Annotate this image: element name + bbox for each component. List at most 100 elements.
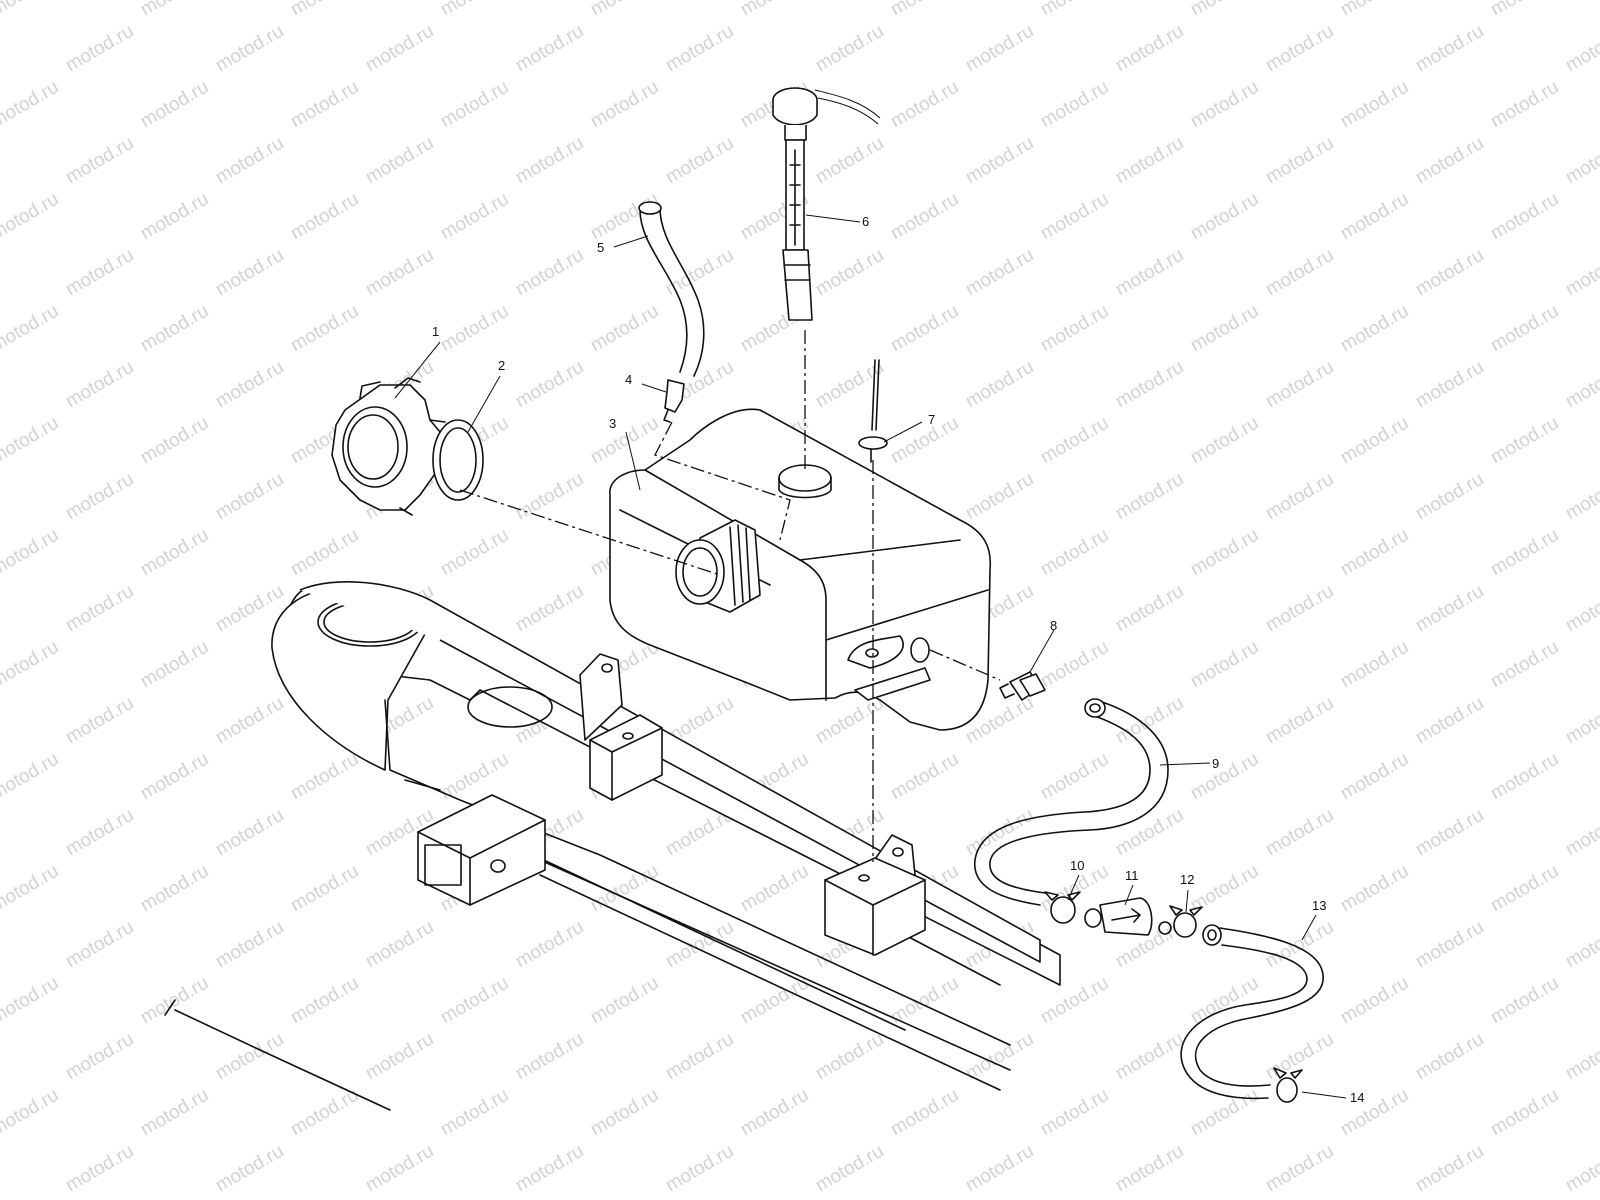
watermark-text: motod.ru (287, 749, 362, 805)
watermark-text: motod.ru (887, 189, 962, 245)
watermark-text: motod.ru (512, 1141, 587, 1197)
watermark-text: motod.ru (137, 749, 212, 805)
watermark-text: motod.ru (1037, 1085, 1112, 1141)
watermark-text: motod.ru (1262, 21, 1337, 77)
watermark-text: motod.ru (1337, 77, 1412, 133)
watermark-text: motod.ru (62, 469, 137, 525)
watermark-text: motod.ru (1112, 133, 1187, 189)
watermark-text: motod.ru (812, 1029, 887, 1085)
watermark-text: motod.ru (437, 1197, 512, 1200)
watermark-text: motod.ru (362, 133, 437, 189)
watermark-text: motod.ru (1487, 1197, 1562, 1200)
watermark-text: motod.ru (587, 77, 662, 133)
watermark-text: motod.ru (1562, 469, 1600, 525)
watermark-text: motod.ru (962, 357, 1037, 413)
watermark-text: motod.ru (1412, 1029, 1487, 1085)
callout-11: 11 (1125, 868, 1139, 883)
watermark-text: motod.ru (287, 525, 362, 581)
watermark-text: motod.ru (1487, 861, 1562, 917)
watermark-text: motod.ru (1487, 525, 1562, 581)
watermark-text: motod.ru (0, 301, 62, 357)
watermark-text: motod.ru (1037, 189, 1112, 245)
oil-tank (609, 408, 992, 731)
watermark-text: motod.ru (1487, 301, 1562, 357)
watermark-text: motod.ru (587, 0, 662, 20)
callout-3: 3 (609, 416, 616, 431)
watermark-text: motod.ru (737, 0, 812, 20)
watermark-text: motod.ru (737, 861, 812, 917)
watermark-text: motod.ru (812, 133, 887, 189)
watermark-text: motod.ru (737, 1197, 812, 1200)
watermark-text: motod.ru (0, 189, 62, 245)
watermark-text: motod.ru (887, 0, 962, 20)
callout-1: 1 (432, 324, 439, 339)
watermark-text: motod.ru (437, 1085, 512, 1141)
watermark-text: motod.ru (1337, 189, 1412, 245)
watermark-text: motod.ru (587, 973, 662, 1029)
watermark-text: motod.ru (137, 189, 212, 245)
watermark-text: motod.ru (0, 749, 62, 805)
watermark-text: motod.ru (1037, 0, 1112, 20)
hose-lower (1180, 924, 1324, 1100)
mount-strap (858, 359, 888, 463)
watermark-text: motod.ru (1262, 245, 1337, 301)
watermark-text: motod.ru (0, 973, 62, 1029)
watermark-text: motod.ru (362, 21, 437, 77)
watermark-text: motod.ru (137, 637, 212, 693)
watermark-text: motod.ru (812, 245, 887, 301)
watermark-text: motod.ru (1262, 805, 1337, 861)
watermark-text: motod.ru (137, 77, 212, 133)
watermark-text: motod.ru (962, 1141, 1037, 1197)
callout-labels: 1 2 3 4 5 6 7 8 9 10 11 12 13 14 (432, 214, 1364, 1105)
watermark-text: motod.ru (437, 301, 512, 357)
watermark-text: motod.ru (212, 245, 287, 301)
watermark-text: motod.ru (1037, 301, 1112, 357)
watermark-text: motod.ru (587, 1085, 662, 1141)
dipstick (772, 87, 881, 321)
clamp-c (1273, 1067, 1303, 1103)
watermark-text: motod.ru (662, 1029, 737, 1085)
watermark-text: motod.ru (662, 245, 737, 301)
watermark-text: motod.ru (62, 1029, 137, 1085)
clamp-a (1044, 891, 1081, 924)
watermark-text: motod.ru (962, 21, 1037, 77)
watermark-text: motod.ru (1562, 357, 1600, 413)
watermark-text: motod.ru (887, 77, 962, 133)
watermark-text: motod.ru (1487, 413, 1562, 469)
watermark-text: motod.ru (1262, 917, 1337, 973)
watermark-text: motod.ru (1412, 805, 1487, 861)
watermark-text: motod.ru (812, 1141, 887, 1197)
watermark-text: motod.ru (1262, 469, 1337, 525)
watermark-text: motod.ru (62, 133, 137, 189)
watermark-text: motod.ru (1262, 1141, 1337, 1197)
callout-10: 10 (1070, 858, 1084, 873)
watermark-text: motod.ru (287, 301, 362, 357)
watermark-text: motod.ru (887, 1085, 962, 1141)
callout-7: 7 (928, 412, 935, 427)
watermark-text: motod.ru (1412, 133, 1487, 189)
watermark-text: motod.ru (362, 1029, 437, 1085)
watermark-text: motod.ru (1262, 693, 1337, 749)
watermark-text: motod.ru (812, 693, 887, 749)
watermark-text: motod.ru (1337, 749, 1412, 805)
watermark-text: motod.ru (1112, 1141, 1187, 1197)
vent-hose (638, 201, 705, 377)
watermark-text: motod.ru (1487, 77, 1562, 133)
watermark-text: motod.ru (1112, 21, 1187, 77)
watermark-text: motod.ru (587, 861, 662, 917)
watermark-text: motod.ru (962, 469, 1037, 525)
hose-upper (974, 698, 1169, 906)
watermark-text: motod.ru (1337, 0, 1412, 20)
watermark-text: motod.ru (1562, 245, 1600, 301)
watermark-text: motod.ru (1412, 917, 1487, 973)
watermark-text: motod.ru (62, 1141, 137, 1197)
callout-4: 4 (625, 372, 632, 387)
watermark-text: motod.ru (512, 21, 587, 77)
watermark-text: motod.ru (1562, 693, 1600, 749)
watermark-text: motod.ru (287, 77, 362, 133)
watermark-text: motod.ru (0, 637, 62, 693)
watermark-text: motod.ru (1487, 749, 1562, 805)
watermark-text: motod.ru (362, 917, 437, 973)
watermark-text: motod.ru (1487, 189, 1562, 245)
watermark-text: motod.ru (962, 1029, 1037, 1085)
